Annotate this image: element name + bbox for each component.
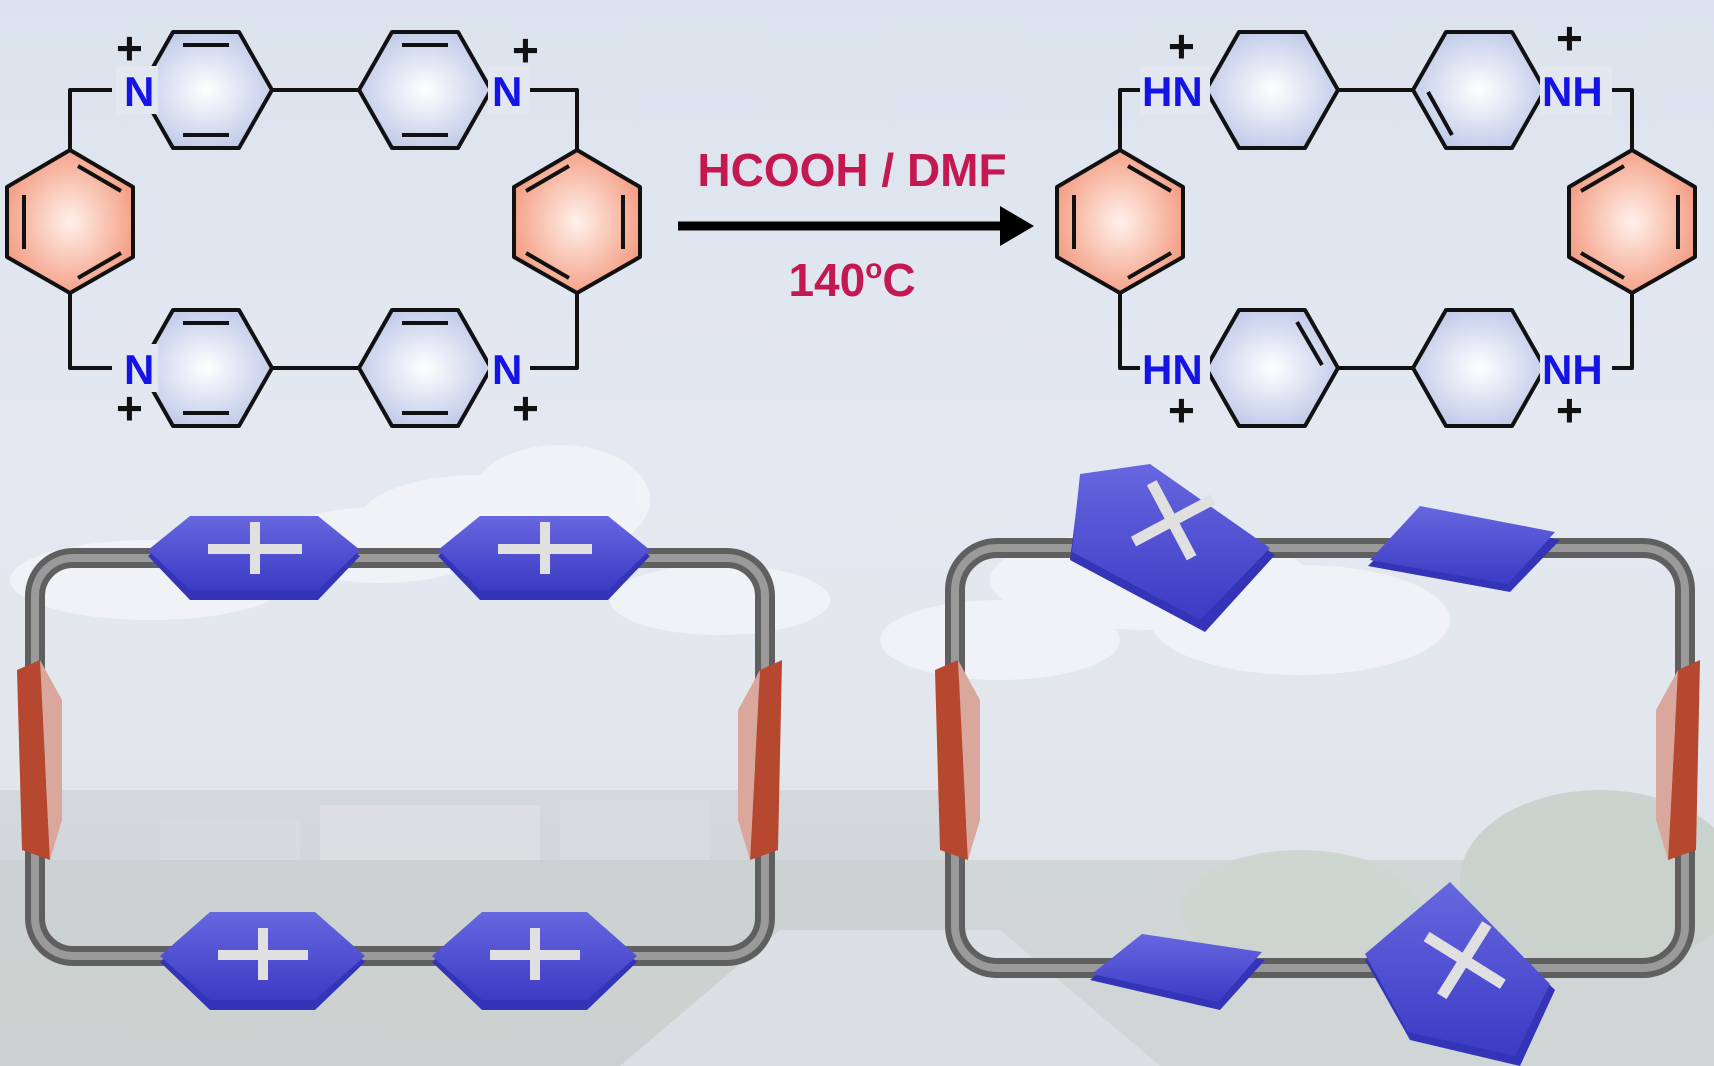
product-nitrogen-labels: HN NH HN NH + + + + — [1140, 12, 1612, 436]
nitrogen-label: N — [492, 68, 522, 115]
product-structure — [1055, 30, 1697, 428]
model-viologen-unit — [160, 912, 637, 1010]
reagent-label: HCOOH / DMF — [697, 144, 1006, 196]
positive-charge: + — [1168, 384, 1195, 436]
arrow-head — [1000, 206, 1034, 246]
model-tetrahydropyridinium-unit — [1368, 506, 1560, 592]
positive-charge: + — [512, 382, 539, 434]
macrocycle-model-twisted — [935, 464, 1700, 1066]
model-arene-right — [1668, 660, 1700, 860]
positive-charge: + — [512, 24, 539, 76]
nitrogen-label: N — [124, 68, 154, 115]
ammonium-label: NH — [1542, 68, 1603, 115]
model-arene-left — [17, 660, 50, 860]
ammonium-label: HN — [1142, 346, 1203, 393]
nitrogen-label: N — [492, 346, 522, 393]
temperature-label: 140oC — [788, 253, 915, 306]
model-viologen-unit — [148, 516, 650, 600]
model-arene-right — [750, 660, 782, 860]
positive-charge: + — [1556, 12, 1583, 64]
reaction-conditions: HCOOH / DMF 140oC — [678, 144, 1034, 306]
model-tetrahydropyridinium-unit — [1090, 934, 1265, 1010]
positive-charge: + — [116, 382, 143, 434]
model-piperidinium-unit — [1365, 882, 1555, 1066]
nitrogen-label: N — [124, 346, 154, 393]
positive-charge: + — [1556, 384, 1583, 436]
positive-charge: + — [116, 22, 143, 74]
reactant-structure — [5, 30, 642, 428]
ammonium-label: NH — [1542, 346, 1603, 393]
ammonium-label: HN — [1142, 68, 1203, 115]
reactant-nitrogen-labels: N N N N + + + + — [116, 22, 539, 434]
macrocycle-model-planar — [17, 516, 782, 1010]
positive-charge: + — [1168, 20, 1195, 72]
model-arene-left — [935, 660, 968, 860]
model-piperidinium-unit — [1070, 464, 1275, 632]
